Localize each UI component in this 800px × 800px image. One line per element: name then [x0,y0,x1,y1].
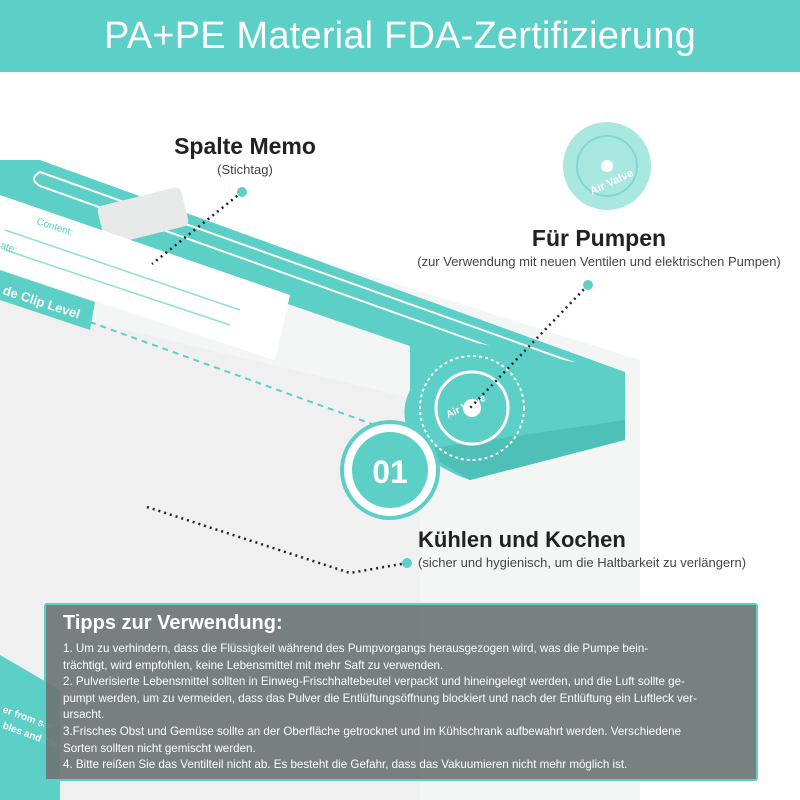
usage-tip-line: Sorten sollten nicht gemischt werden. [63,741,256,755]
usage-tips-box: Tipps zur Verwendung: 1. Um zu verhinder… [44,603,758,781]
valve-ring [434,370,510,446]
usage-tips-list: 1. Um zu verhindern, dass die Flüssigkei… [63,641,740,774]
cool-callout-dot [402,558,412,568]
usage-tip-line: 2. Pulverisierte Lebensmittel sollten in… [63,675,685,689]
step-number: 01 [372,454,408,490]
pump-callout: Für Pumpen (zur Verwendung mit neuen Ven… [400,225,798,269]
valve-ring-outer [419,355,525,461]
title-banner: PA+PE Material FDA-Zertifizierung [0,0,800,72]
step-circle-inner [352,432,428,508]
pump-callout-title: Für Pumpen [531,225,667,251]
valve-panel-bottom [420,420,625,480]
zipper-slider [97,187,189,245]
memo-label-line-2 [4,249,231,326]
usage-tip-line: trächtigt, wird empfohlen, keine Lebensm… [63,658,444,672]
air-valve-piece-ring [576,135,638,197]
memo-callout-dot [237,187,247,197]
usage-tip-line: 3.Frisches Obst und Gemüse sollte an der… [63,724,682,738]
memo-callout-subtitle: (Stichtag) [217,162,273,177]
usage-tip-line: pumpt werden, um zu vermeiden, dass das … [63,691,697,705]
cool-callout-subtitle: (sicher und hygienisch, um die Haltbarke… [418,555,747,570]
valve-core [463,399,481,417]
memo-callout-line [151,191,243,265]
date-label: ate: [0,240,18,256]
air-valve-piece-hole [601,160,613,172]
memo-callout: Spalte Memo (Stichtag) [160,133,330,177]
pump-callout-subtitle: (zur Verwendung mit neuen Ventilen und e… [417,254,781,269]
cool-callout-title: Kühlen und Kochen [418,527,626,552]
cool-callout-line [146,505,408,575]
usage-tips-title: Tipps zur Verwendung: [63,612,283,634]
memo-callout-title: Spalte Memo [174,133,316,159]
usage-tip-line: 1. Um zu verhindern, dass die Flüssigkei… [63,642,649,655]
clip-level-band [0,270,95,330]
pump-callout-dot [583,280,593,290]
cool-callout: Kühlen und Kochen (sicher und hygienisch… [418,527,778,570]
pump-callout-line [469,284,589,409]
memo-label-line-1 [4,229,241,311]
usage-tip-line: 4. Bitte reißen Sie das Ventilteil nicht… [63,758,628,772]
page-title: PA+PE Material FDA-Zertifizierung [104,14,696,57]
usage-tip-line: ursacht. [63,708,105,722]
